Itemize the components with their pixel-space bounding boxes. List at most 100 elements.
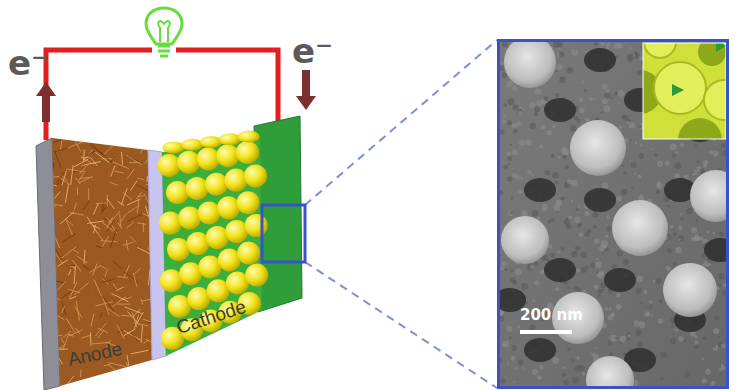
sem-grain (673, 232, 677, 236)
sem-grain (577, 287, 582, 292)
sem-grain (540, 270, 544, 274)
sem-grain (553, 42, 559, 48)
inset-frame (643, 43, 726, 139)
electron-arrow (296, 70, 316, 110)
sem-grain (510, 213, 513, 216)
sem-grain (640, 144, 643, 147)
anode-fibre (141, 137, 150, 148)
electron-label: e⁻ (292, 34, 333, 68)
sem-grain (628, 58, 633, 63)
sem-grain (715, 143, 717, 145)
sem-grain (700, 168, 705, 173)
sem-grain (670, 225, 674, 229)
sem-grain (634, 173, 636, 175)
anode-fibre (94, 279, 101, 295)
electron-arrow (36, 82, 56, 122)
sem-grain (527, 170, 531, 174)
anode-fibre (81, 336, 90, 338)
anode-fibre (47, 309, 64, 319)
cathode-sphere (177, 151, 200, 174)
sem-grain (579, 107, 585, 113)
sem-grain (702, 378, 707, 383)
sem-grain (678, 235, 684, 241)
sem-grain (651, 314, 653, 316)
sem-grain (582, 372, 586, 376)
sem-grain (635, 141, 638, 144)
zoom-box (262, 205, 305, 262)
sem-grain (500, 266, 504, 270)
sem-grain (675, 247, 681, 253)
anode-fibre (90, 332, 92, 345)
anode-fibre (113, 261, 122, 269)
anode-fibre (120, 369, 127, 374)
sem-grain (581, 252, 587, 258)
anode-fibre (84, 250, 86, 264)
light-bulb (146, 8, 182, 56)
sem-grain (576, 208, 579, 211)
sem-grain (555, 70, 557, 72)
sem-grain (572, 377, 579, 384)
sem-grain (617, 250, 623, 256)
sem-grain (532, 299, 535, 302)
sem-grain (570, 125, 576, 131)
sem-grain (605, 234, 609, 238)
anode-fibre (52, 344, 66, 353)
anode-fibre (130, 236, 137, 243)
anode-fibre (60, 212, 74, 224)
inset-rendering (698, 43, 726, 66)
sem-sphere (501, 216, 549, 264)
sem-grain (720, 372, 723, 375)
anode-fibre (142, 214, 148, 217)
sem-grain (608, 307, 611, 310)
sem-grain (502, 344, 506, 348)
anode-fibre (63, 120, 64, 138)
sem-grain (637, 276, 644, 283)
cathode-sphere (217, 196, 240, 219)
sem-grain (671, 325, 674, 328)
cathode-sphere (236, 141, 259, 164)
sem-grain (709, 150, 713, 154)
sem-grain (584, 89, 587, 92)
sem-grain (640, 301, 643, 304)
sem-grain (691, 169, 697, 175)
sem-grain (574, 116, 578, 120)
anode-fibre (55, 335, 63, 336)
sem-grain (513, 381, 515, 383)
sem-grain (518, 359, 524, 365)
sem-grain (571, 200, 573, 202)
anode-fibre (138, 195, 144, 197)
anode-fibre (96, 202, 106, 204)
sem-grain (525, 139, 531, 145)
anode-fibre (84, 162, 100, 165)
sem-sphere (570, 120, 626, 176)
sem-grain (535, 88, 542, 95)
sem-grain (629, 122, 636, 129)
sem-grain (559, 77, 566, 84)
anode-fibre (49, 204, 63, 206)
sem-grain (610, 335, 617, 342)
sem-sphere (586, 356, 634, 386)
scale-label: 200 nm (520, 308, 583, 323)
sem-grain (562, 366, 566, 370)
sem-grain (599, 271, 604, 276)
anode-fibre (128, 214, 143, 221)
anode-fibre (57, 282, 65, 291)
sem-grain (606, 46, 609, 49)
anode-fibre (108, 365, 117, 372)
anode-fibre (106, 217, 112, 228)
anode-fibre (110, 182, 118, 185)
sem-grain (547, 220, 551, 224)
sem-grain (667, 248, 672, 253)
anode-fibre (112, 294, 129, 302)
sem-sphere (663, 263, 717, 317)
anode-fibre (53, 139, 62, 143)
anode-fibre (106, 308, 119, 317)
anode-fibre (108, 363, 125, 367)
inset-rendering (704, 80, 726, 120)
sem-grain (615, 337, 618, 340)
sem-grain (673, 262, 676, 265)
anode-fibre (52, 162, 54, 178)
sem-grain (614, 92, 618, 96)
sem-grain (511, 197, 514, 200)
sem-grain (673, 328, 675, 330)
